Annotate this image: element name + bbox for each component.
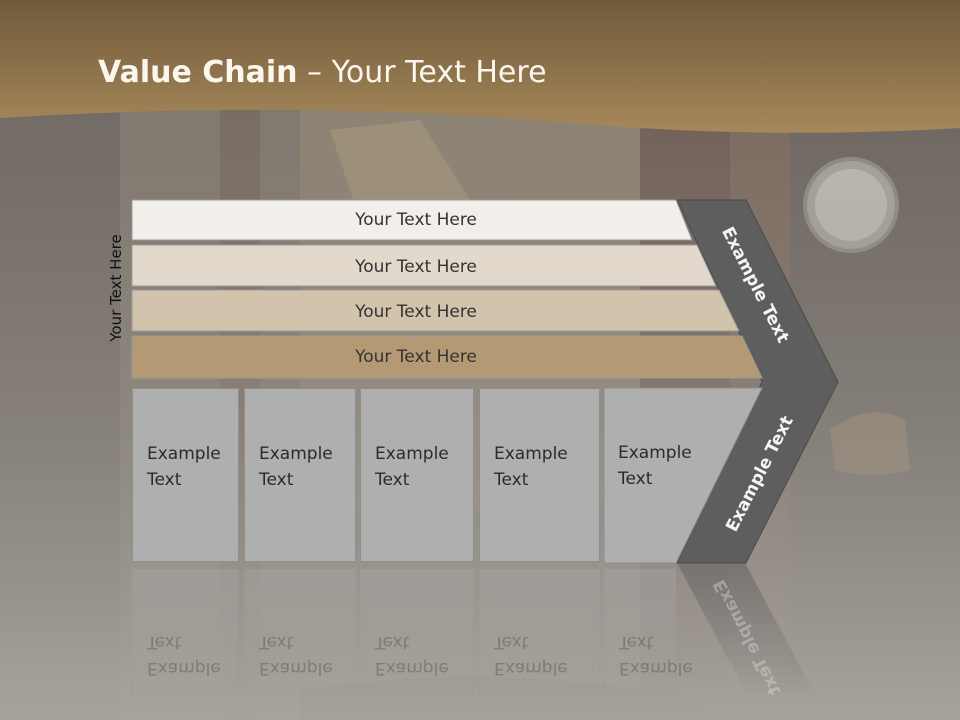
cell-2-reflection: Example Text [244,568,356,696]
cell-3-label: Example Text [375,444,449,490]
cell-2-label: Example Text [259,444,333,490]
slide-title-bold: Value Chain [98,55,298,90]
cell-5-label: Example Text [618,443,692,489]
cell-5-shape[interactable] [603,387,763,564]
cell-1-reflection-label: Example Text [147,632,221,678]
cell-4-reflection: Example Text [479,568,600,696]
cell-4-reflection-label: Example Text [494,632,568,678]
bar-2-label: Your Text Here [354,257,477,277]
cell-1[interactable]: Example Text [132,388,239,562]
cell-3[interactable]: Example Text [360,388,474,562]
cell-4[interactable]: Example Text [479,388,600,562]
slide-title-rest: – Your Text Here [297,55,547,90]
bar-2[interactable]: Your Text Here [131,244,717,287]
chevron-reflection [677,563,818,700]
slide-title: Value Chain – Your Text Here [98,52,547,94]
cell-1-label: Example Text [147,444,221,490]
bar-3-label: Your Text Here [354,302,477,322]
cell-2[interactable]: Example Text [244,388,356,562]
bar-1[interactable]: Your Text Here [131,199,693,241]
bar-3[interactable]: Your Text Here [131,289,740,332]
bar-1-label: Your Text Here [354,210,477,230]
cell-4-label: Example Text [494,444,568,490]
cell-5-reflection-label: Example Text [619,632,693,678]
cell-5-reflection: Example Text [604,568,693,696]
bar-4-label: Your Text Here [354,347,477,367]
cell-3-reflection: Example Text [360,568,474,696]
cell-2-reflection-label: Example Text [259,632,333,678]
chevron-arrow[interactable] [676,199,839,564]
cell-3-reflection-label: Example Text [375,632,449,678]
bar-4[interactable]: Your Text Here [131,335,763,379]
cell-5[interactable]: Example Text [604,388,714,562]
cell-1-reflection: Example Text [132,568,239,696]
